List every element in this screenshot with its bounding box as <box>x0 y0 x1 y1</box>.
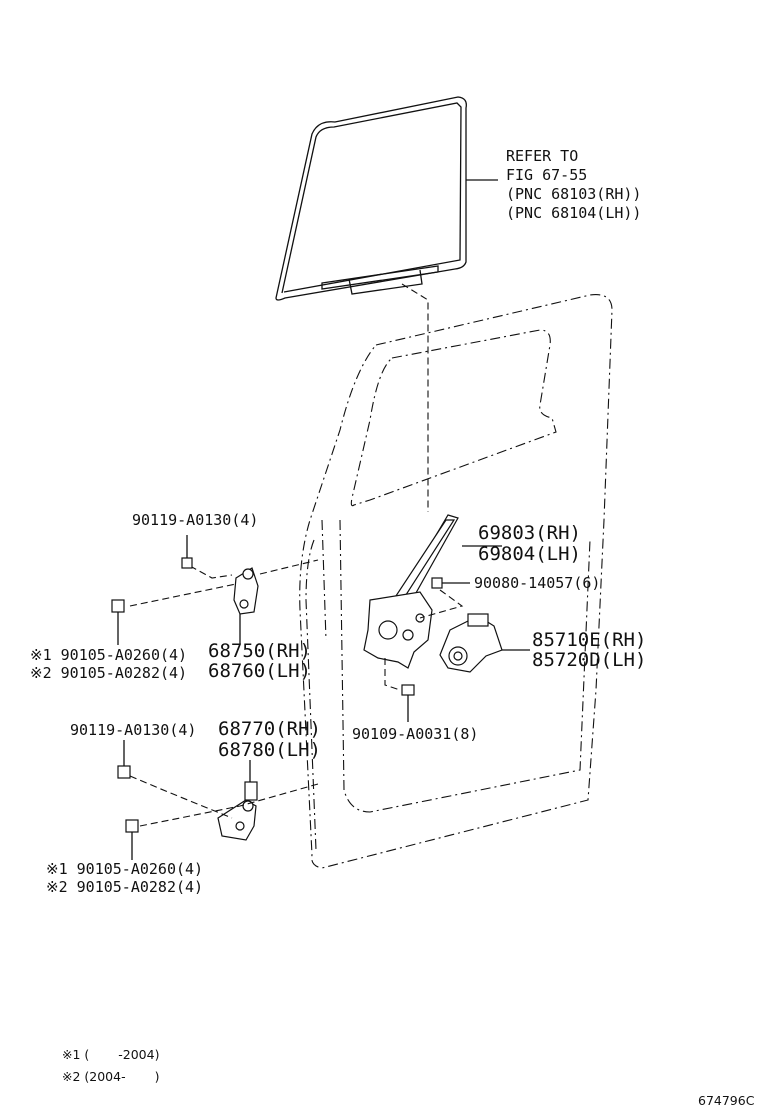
part-label-bolt-90080: 90080-14057(6) <box>474 574 601 592</box>
regulator-motor <box>439 613 530 673</box>
part-label-bolt-upper-2: ※2 90105-A0282(4) <box>30 664 188 682</box>
part-label-screw-lower: 90119-A0130(4) <box>70 721 197 739</box>
part-label-regulator-lh: 69804(LH) <box>478 543 581 565</box>
part-label-regulator-rh: 69803(RH) <box>478 522 581 544</box>
refer-line-2: FIG 67-55 <box>506 166 588 184</box>
part-label-screw-upper: 90119-A0130(4) <box>132 511 259 529</box>
part-label-motor-rh: 85710E(RH) <box>532 629 647 651</box>
refer-line-3: (PNC 68103(RH)) <box>506 185 642 203</box>
part-label-bolt-90109: 90109-A0031(8) <box>352 725 479 743</box>
bolt-90109 <box>384 658 415 722</box>
part-label-bolt-lower-1: ※1 90105-A0260(4) <box>46 860 204 878</box>
glass-guide-line <box>401 283 429 512</box>
window-glass <box>275 96 498 301</box>
door-panel-outline <box>299 294 613 869</box>
window-regulator <box>363 514 502 669</box>
part-label-bolt-lower-2: ※2 90105-A0282(4) <box>46 878 204 896</box>
footnote-1: ※1 ( -2004) <box>62 1047 160 1062</box>
footnote-2: ※2 (2004- ) <box>62 1069 160 1084</box>
refer-line-4: (PNC 68104(LH)) <box>506 204 642 222</box>
part-label-hinge-upper-lh: 68760(LH) <box>208 660 311 682</box>
upper-hinge <box>111 535 319 645</box>
part-label-hinge-lower-lh: 68780(LH) <box>218 739 321 761</box>
bolt-90080 <box>419 577 470 619</box>
part-label-bolt-upper-1: ※1 90105-A0260(4) <box>30 646 188 664</box>
figure-id: 674796C <box>698 1093 755 1108</box>
part-label-hinge-lower-rh: 68770(RH) <box>218 718 321 740</box>
lower-hinge <box>117 740 319 860</box>
part-label-hinge-upper-rh: 68750(RH) <box>208 640 311 662</box>
refer-line-1: REFER TO <box>506 147 579 165</box>
part-label-motor-lh: 85720D(LH) <box>532 649 647 671</box>
